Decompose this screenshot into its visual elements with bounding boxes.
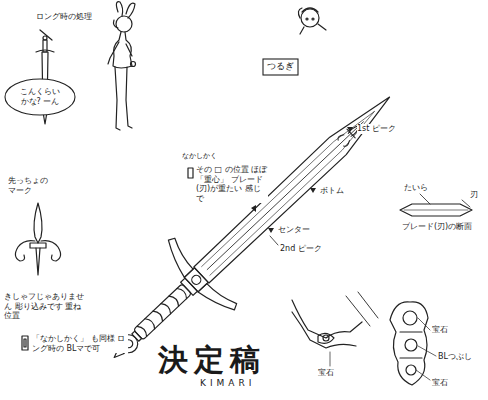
annotation-label: たいら <box>404 183 428 193</box>
square-mark <box>22 336 28 350</box>
annotation-label: ロング時の処理 <box>36 12 92 22</box>
annotation-label: 1st ピーク <box>357 124 396 134</box>
annotation-label: ブレード(刃)の断面 <box>402 222 472 232</box>
cross-section <box>400 194 472 216</box>
square-mark <box>24 339 26 347</box>
annotation-label: 先っちょのマーク <box>8 176 52 195</box>
annotation-label: 宝石 <box>432 325 448 335</box>
annotation-label: その □ の位置 ほぼ「重心」 ブレード(刃)が重たい 感じで <box>196 165 268 203</box>
title-box-shape <box>263 59 298 75</box>
grip-wrap <box>153 309 165 321</box>
node-text: つるぎ <box>267 61 294 72</box>
annotation-label: きしゃフじゃありません 彫り込みです 重ね位置 <box>4 292 86 321</box>
annotation-label: 宝石 <box>432 378 448 388</box>
annotation-label: センター <box>278 225 310 235</box>
grip-wrap <box>161 302 173 314</box>
grip-wrap <box>145 317 157 329</box>
hilt-detail <box>390 302 436 385</box>
annotation-label: BLつぶし <box>438 352 472 362</box>
chibi-sketch <box>298 8 326 34</box>
annotation-label: ボトム <box>320 186 344 196</box>
main-sword <box>81 62 422 392</box>
speech-bubble: こんくらい かな? ーん <box>4 78 76 116</box>
title-box: つるぎ <box>262 58 299 76</box>
grip-wrap <box>137 324 149 336</box>
annotation-label: なかしかく <box>182 152 217 160</box>
annotation-label: 2nd ピーク <box>280 244 322 254</box>
node-text: こんくらい かな? ーん <box>15 87 65 107</box>
annotation-label: 刃 <box>470 190 478 200</box>
annotation-label: 「なかしかく」 も同様 ロング時の BLマで可 <box>32 334 128 353</box>
square-mark <box>188 168 193 178</box>
guard-detail <box>292 292 378 366</box>
grip-wrap <box>169 294 181 306</box>
fleur-de-lis <box>15 203 60 275</box>
annotation-label: KIMARI <box>200 378 255 389</box>
speech-bubble-shape <box>5 79 75 115</box>
title-text: 決定稿 <box>158 342 266 378</box>
annotation-label: 宝石 <box>318 368 334 378</box>
leader-line <box>270 236 278 245</box>
bunny-girl <box>108 2 136 130</box>
